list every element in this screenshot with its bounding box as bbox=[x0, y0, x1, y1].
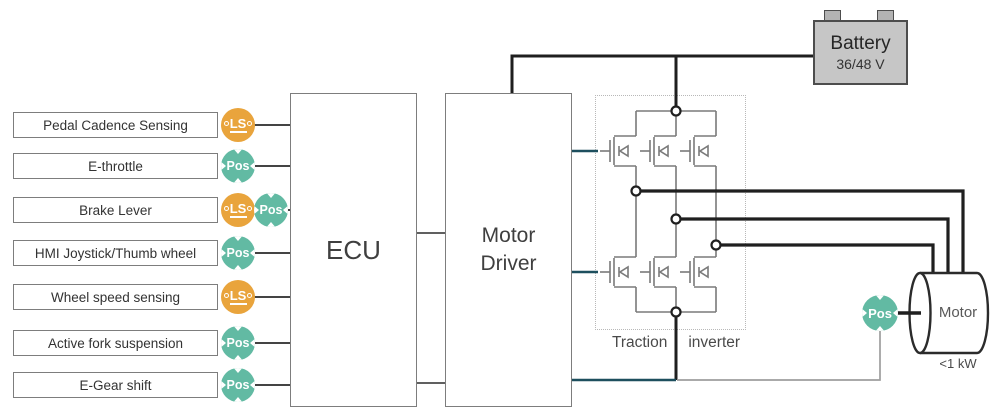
gate-drive-wires bbox=[572, 149, 676, 382]
sensor-label: Pedal Cadence Sensing bbox=[43, 117, 188, 133]
sensor-box-fork-suspension: Active fork suspension bbox=[13, 330, 218, 356]
position-sensor-badge-icon: Pos bbox=[221, 326, 255, 360]
sensor-box-e-gear-shift: E-Gear shift bbox=[13, 372, 218, 398]
linear-sensor-badge-icon: LS bbox=[221, 280, 255, 314]
pos-badge-label: Pos bbox=[226, 378, 250, 392]
ls-badge-label: LS bbox=[229, 200, 247, 216]
inverter-rails bbox=[635, 110, 717, 313]
pos-badge-label: Pos bbox=[868, 305, 892, 321]
battery-power-wires bbox=[510, 54, 813, 380]
pos-notch bbox=[232, 355, 244, 360]
sensor-label: E-Gear shift bbox=[79, 377, 152, 393]
traction-inverter-label: Traction inverter bbox=[560, 334, 792, 352]
position-sensor-badge-icon: Pos bbox=[221, 149, 255, 183]
ls-badge-face: LS bbox=[223, 115, 253, 131]
ecu-block: ECU bbox=[290, 93, 417, 407]
pos-badge-label: Pos bbox=[259, 203, 283, 217]
position-feedback-wire bbox=[677, 331, 881, 381]
ls-badge-label: LS bbox=[229, 115, 247, 131]
pos-notch bbox=[265, 193, 277, 198]
pos-notch bbox=[221, 160, 226, 172]
sensor-box-pedal-cadence: Pedal Cadence Sensing bbox=[13, 112, 218, 138]
traction-inverter-label-right: inverter bbox=[688, 334, 741, 351]
ls-badge-face: LS bbox=[223, 287, 253, 303]
battery-voltage: 36/48 V bbox=[836, 56, 885, 72]
pos-notch bbox=[250, 337, 255, 349]
sensor-label: Wheel speed sensing bbox=[50, 289, 181, 305]
ls-underline bbox=[229, 130, 247, 133]
ecu-md-connectors bbox=[417, 232, 445, 384]
pos-notch bbox=[232, 178, 244, 183]
traction-inverter-label-left: Traction bbox=[611, 334, 668, 351]
ecu-label: ECU bbox=[326, 234, 381, 265]
ls-badge-face: LS bbox=[223, 200, 253, 216]
ls-dot bbox=[223, 121, 229, 126]
mosfet-icons bbox=[599, 135, 717, 288]
sensor-label: E-throttle bbox=[88, 158, 143, 174]
motor-label: Motor bbox=[938, 304, 978, 321]
pos-badge-label: Pos bbox=[226, 336, 250, 350]
position-sensor-badge-icon: Pos bbox=[221, 236, 255, 270]
ls-dot bbox=[247, 121, 253, 126]
sensor-box-brake-lever: Brake Lever bbox=[13, 197, 218, 223]
motor-cylinder bbox=[908, 271, 990, 355]
pos-notch bbox=[232, 397, 244, 402]
linear-sensor-badge-icon: LS bbox=[221, 108, 255, 142]
position-sensor-badge-icon: Pos bbox=[254, 193, 288, 227]
pos-notch bbox=[874, 295, 886, 300]
ls-underline bbox=[229, 215, 247, 218]
pos-notch bbox=[221, 247, 226, 259]
pos-badge-label: Pos bbox=[226, 159, 250, 173]
pos-notch bbox=[874, 326, 886, 331]
ls-dot bbox=[247, 206, 253, 211]
pos-notch bbox=[862, 307, 867, 319]
pos-notch bbox=[232, 326, 244, 331]
pos-notch bbox=[283, 204, 288, 216]
pos-notch bbox=[254, 204, 259, 216]
ls-dot bbox=[223, 206, 229, 211]
sensor-box-wheel-speed: Wheel speed sensing bbox=[13, 284, 218, 310]
pos-notch bbox=[250, 247, 255, 259]
sensor-box-hmi-joystick: HMI Joystick/Thumb wheel bbox=[13, 240, 218, 266]
motor-driver-block: Motor Driver bbox=[445, 93, 572, 407]
pos-notch bbox=[893, 307, 898, 319]
battery-title: Battery bbox=[830, 33, 891, 54]
pos-notch bbox=[232, 265, 244, 270]
pos-notch bbox=[232, 149, 244, 154]
position-sensor-badge-icon: Pos bbox=[221, 368, 255, 402]
ls-dot bbox=[223, 293, 229, 298]
pos-notch bbox=[250, 160, 255, 172]
pos-notch bbox=[232, 236, 244, 241]
pos-notch bbox=[250, 379, 255, 391]
ls-underline bbox=[229, 302, 247, 305]
motor-driver-label-line2: Driver bbox=[480, 252, 537, 275]
position-sensor-badge-icon: Pos bbox=[862, 295, 898, 331]
ls-badge-label: LS bbox=[229, 287, 247, 303]
traction-inverter-outline bbox=[595, 95, 746, 330]
motor-driver-label-line1: Motor bbox=[481, 224, 536, 247]
pos-notch bbox=[232, 368, 244, 373]
pos-notch bbox=[265, 222, 277, 227]
motor-phase-wires bbox=[636, 189, 965, 272]
battery-block: Battery 36/48 V bbox=[813, 20, 908, 85]
sensor-box-e-throttle: E-throttle bbox=[13, 153, 218, 179]
sensor-label: Brake Lever bbox=[79, 202, 152, 218]
ls-dot bbox=[247, 293, 253, 298]
junction-dots bbox=[630, 105, 722, 318]
sensor-label: HMI Joystick/Thumb wheel bbox=[34, 245, 197, 261]
motor-power-label: <1 kW bbox=[939, 356, 977, 371]
sensor-label: Active fork suspension bbox=[47, 335, 184, 351]
linear-sensor-badge-icon: LS bbox=[221, 193, 255, 227]
pos-notch bbox=[221, 379, 226, 391]
pos-notch bbox=[221, 337, 226, 349]
pos-badge-label: Pos bbox=[226, 246, 250, 260]
